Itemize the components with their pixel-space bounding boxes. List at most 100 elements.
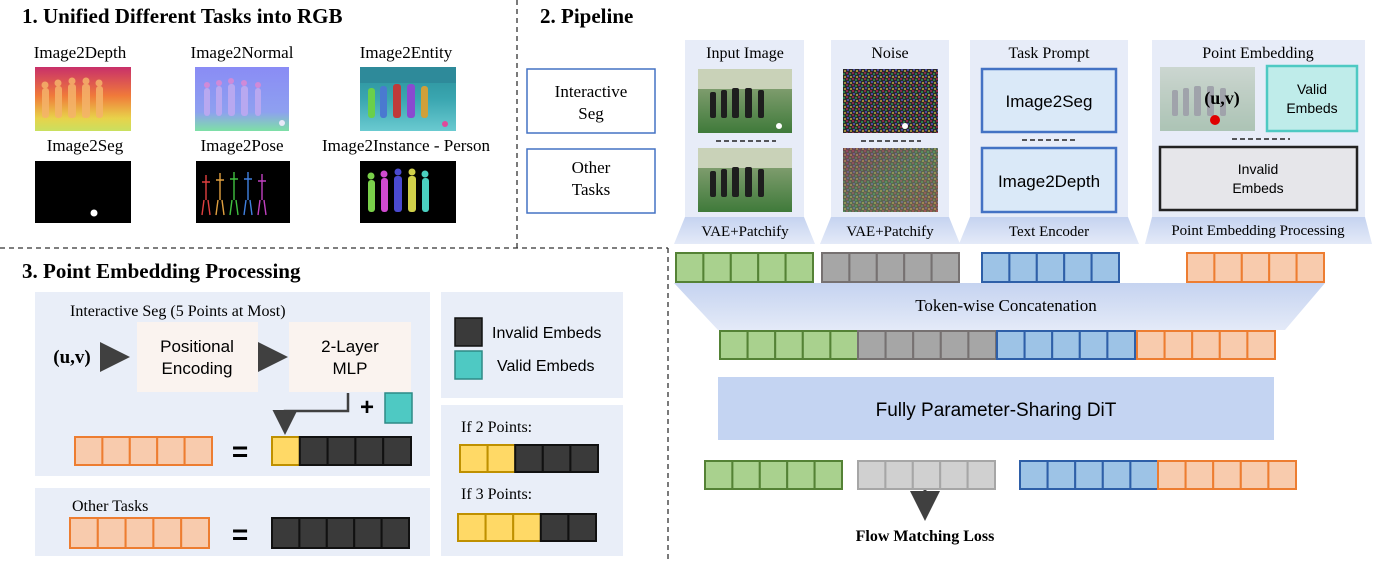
dit-block <box>718 377 1274 440</box>
concat-point-tokens <box>1136 330 1277 360</box>
other-point-embeds-token <box>152 517 183 549</box>
image-tokens <box>675 252 814 283</box>
token-row-concatenated <box>719 330 1277 360</box>
concat-funnel <box>674 283 1325 330</box>
pose-thumbnail <box>196 161 290 223</box>
other-result-embeds <box>271 517 411 549</box>
noise-projection <box>820 217 960 244</box>
example-2-points-label: If 2 Points: <box>461 419 532 436</box>
out-prompt-tokens-token <box>1019 460 1049 490</box>
normal-thumbnail <box>195 67 289 131</box>
prompt-tokens-token <box>1008 252 1038 283</box>
other-point-embeds-token <box>96 517 127 549</box>
out-point-tokens-token <box>1239 460 1270 490</box>
concat-point-tokens-token <box>1218 330 1249 360</box>
input-uv: (u,v) <box>53 347 90 368</box>
concat-noise-tokens-token <box>967 330 998 360</box>
entity-thumbnail <box>360 67 456 131</box>
interactive-result-embeds-token <box>326 436 357 466</box>
prompt-box-seg-label: Image2Seg <box>1006 92 1093 111</box>
interactive-result-embeds <box>271 436 413 466</box>
dit-label: Fully Parameter-Sharing DiT <box>876 400 1117 421</box>
three-points-embeds-token <box>484 513 515 542</box>
out-image-tokens-token <box>758 460 789 490</box>
positional-encoding-box <box>137 322 258 392</box>
concat-prompt-tokens-token <box>996 330 1026 360</box>
legend-invalid-label: Invalid Embeds <box>492 325 601 342</box>
interactive-point-embeds-token <box>183 436 214 466</box>
noise-image-bottom <box>843 148 938 212</box>
point-embedding-encoder: Point Embedding Processing <box>1171 223 1345 239</box>
out-point-tokens <box>1157 460 1298 490</box>
mlp-box <box>289 322 411 392</box>
prompt-box-depth-label: Image2Depth <box>998 172 1100 191</box>
interactive-point-embeds-token <box>128 436 159 466</box>
out-image-tokens-token <box>813 460 843 490</box>
task-prompt-title: Task Prompt <box>1008 45 1090 62</box>
point-tokens-token <box>1295 252 1325 283</box>
task-label-depth: Image2Depth <box>34 43 127 62</box>
noise-tokens-token <box>930 252 960 283</box>
other-result-embeds-token <box>298 517 328 549</box>
column-task-prompt: Task Prompt Image2Seg Image2Depth Text E… <box>959 40 1139 244</box>
equals-sign-other: = <box>232 519 248 550</box>
noise-tokens-token <box>848 252 878 283</box>
noise-image-top <box>843 69 938 133</box>
out-image-tokens-token <box>786 460 816 490</box>
other-point-embeds-token <box>180 517 210 549</box>
concat-prompt-tokens <box>996 330 1137 360</box>
prompt-tokens-token <box>1063 252 1093 283</box>
out-point-tokens-token <box>1184 460 1215 490</box>
legend-invalid-swatch <box>454 317 483 347</box>
legend-valid-label: Valid Embeds <box>497 358 595 375</box>
three-points-embeds-token <box>567 513 598 542</box>
concat-point-tokens-token <box>1163 330 1194 360</box>
concat-prompt-tokens-token <box>1023 330 1054 360</box>
prompt-tokens-token <box>1035 252 1066 283</box>
out-prompt-tokens <box>1019 460 1160 490</box>
noise-tokens-token <box>821 252 851 283</box>
invalid-embeds-box <box>1158 145 1359 212</box>
prompt-tokens-token <box>1090 252 1120 283</box>
mlp-output-arrow <box>272 393 350 435</box>
point-tokens-token <box>1268 252 1298 283</box>
concat-prompt-tokens-token <box>1051 330 1081 360</box>
interactive-result-embeds-token <box>354 436 385 466</box>
concat-image-tokens-token <box>801 330 832 360</box>
input-image-encoder: VAE+Patchify <box>701 224 789 240</box>
image-tokens-token <box>757 252 787 283</box>
out-image-tokens-token <box>704 460 734 490</box>
out-prompt-tokens-token <box>1046 460 1077 490</box>
other-result-embeds-token <box>353 517 383 549</box>
concat-image-tokens <box>719 330 860 360</box>
image-tokens-token <box>729 252 760 283</box>
task-prompt-projection <box>959 217 1139 244</box>
concat-noise-tokens-token <box>912 330 942 360</box>
out-point-tokens-token <box>1212 460 1242 490</box>
noise-encoder: VAE+Patchify <box>846 224 934 240</box>
valid-embed-token <box>384 392 413 424</box>
concat-label: Token-wise Concatenation <box>915 296 1097 315</box>
noise-tokens-token <box>903 252 933 283</box>
task-box-interactive-seg <box>526 68 656 134</box>
section1-title: 1. Unified Different Tasks into RGB <box>22 4 343 28</box>
other-tasks-title: Other Tasks <box>72 498 148 515</box>
task-label-entity: Image2Entity <box>360 43 453 62</box>
token-row-encoded <box>675 252 1325 283</box>
out-image-tokens-token <box>731 460 761 490</box>
depth-thumbnail <box>35 67 131 131</box>
interactive-point-embeds-token <box>156 436 186 466</box>
two-points-embeds-token <box>514 444 544 473</box>
out-prompt-tokens-token <box>1129 460 1160 490</box>
interactive-result-embeds-token <box>298 436 329 466</box>
instance-thumbnail <box>360 161 456 223</box>
out-image-tokens <box>704 460 843 490</box>
out-noise-tokens-token <box>939 460 969 490</box>
example-3-points-label: If 3 Points: <box>461 486 532 503</box>
noise-seg-point <box>902 123 908 129</box>
